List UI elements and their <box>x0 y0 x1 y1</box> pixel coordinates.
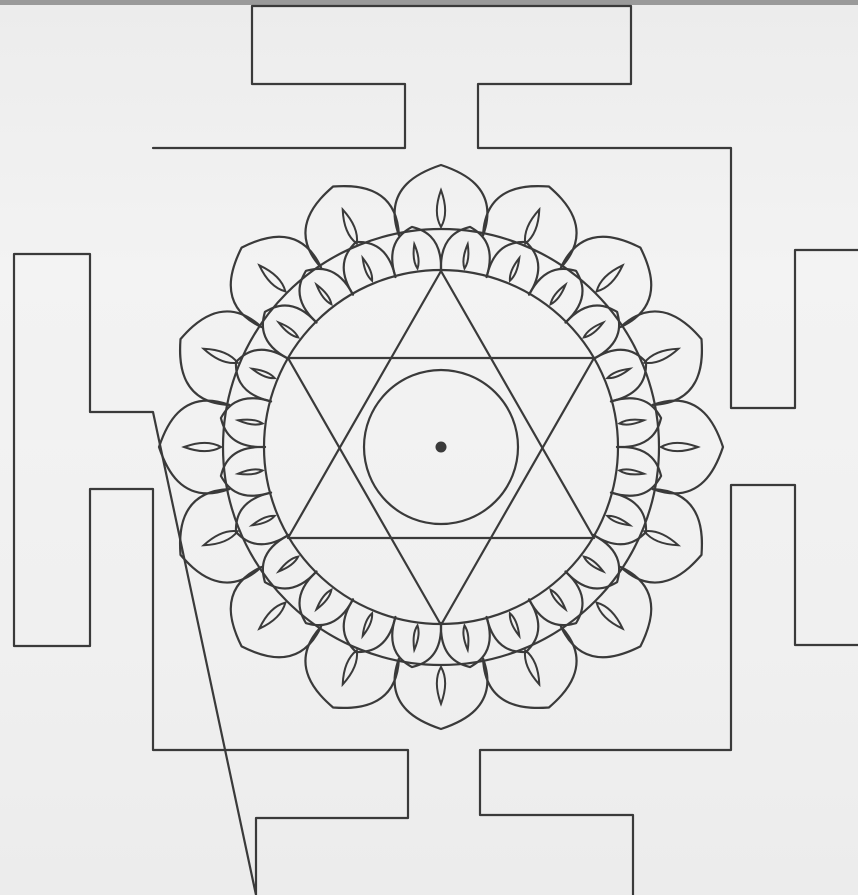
outer-lotus-petal-vein <box>204 349 238 363</box>
outer-lotus-petal-vein <box>259 265 285 291</box>
inner-lotus-petal-vein <box>238 469 262 474</box>
inner-lotus-petal-vein <box>238 420 262 425</box>
upward-triangle <box>288 271 594 538</box>
outer-lotus-petal-vein <box>437 190 445 227</box>
outer-lotus-petal <box>395 659 488 729</box>
inner-lotus-petal-vein <box>463 626 468 650</box>
outer-lotus-petal-vein <box>184 443 221 451</box>
inner-lotus-petal-vein <box>363 258 372 281</box>
outer-lotus-petal <box>395 165 488 235</box>
inner-lotus-petal-vein <box>317 285 332 305</box>
inner-lotus-petal-vein <box>317 590 332 610</box>
outer-lotus-petal-vein <box>343 210 357 244</box>
outer-lotus-petal-vein <box>343 650 357 684</box>
inner-lotus-petal-vein <box>551 590 566 610</box>
inner-lotus-petal-vein <box>363 613 372 636</box>
outer-lotus-petal-vein <box>525 650 539 684</box>
bhupura-frame <box>14 6 858 895</box>
inner-lotus-petal-vein <box>607 369 630 378</box>
inner-lotus-petal-vein <box>252 516 275 525</box>
outer-lotus-petal-vein <box>597 265 623 291</box>
inner-lotus-petal-vein <box>279 557 299 572</box>
inner-lotus-petal-vein <box>620 469 644 474</box>
outer-lotus-petal-vein <box>525 210 539 244</box>
inner-lotus-petal-vein <box>584 323 604 338</box>
outer-lotus-petal-vein <box>644 531 678 545</box>
outer-lotus-petal <box>653 401 723 494</box>
bindu-center-dot <box>436 442 447 453</box>
outer-lotus-petal-vein <box>437 667 445 704</box>
inner-lotus-petal-vein <box>584 557 604 572</box>
inner-lotus-petal-vein <box>620 420 644 425</box>
inner-lotus-petal-vein <box>510 258 519 281</box>
outer-lotus-petal-vein <box>259 603 285 629</box>
outer-lotus-petal-vein <box>661 443 698 451</box>
inner-lotus-petal-vein <box>463 244 468 268</box>
inner-lotus-petal-vein <box>279 323 299 338</box>
outer-lotus-petal-vein <box>204 531 238 545</box>
inner-lotus-petal-vein <box>414 244 419 268</box>
outer-lotus-petal-vein <box>597 603 623 629</box>
inner-lotus-petal-vein <box>414 626 419 650</box>
inner-lotus-petal-vein <box>510 613 519 636</box>
downward-triangle <box>288 358 594 625</box>
outer-lotus-petal-vein <box>644 349 678 363</box>
inner-lotus-petal-vein <box>551 285 566 305</box>
inner-lotus-petal-vein <box>607 516 630 525</box>
inner-lotus-petal-vein <box>252 369 275 378</box>
outer-lotus-petal <box>159 401 229 494</box>
